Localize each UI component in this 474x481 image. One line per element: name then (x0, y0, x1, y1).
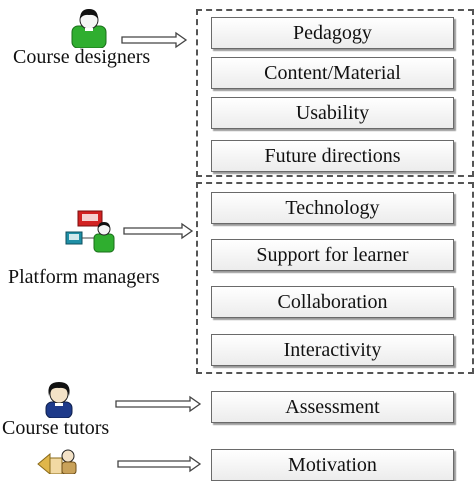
item-assessment: Assessment (211, 391, 454, 423)
item-content-material: Content/Material (211, 57, 454, 89)
arrow-designers (121, 31, 188, 49)
label-course-designers: Course designers (13, 46, 151, 68)
item-future-directions: Future directions (211, 140, 454, 172)
arrow-managers (123, 222, 194, 240)
label-course-tutors: Course tutors (2, 417, 110, 439)
item-interactivity: Interactivity (211, 334, 454, 366)
manager-computer-icon (65, 210, 115, 253)
item-support-for-learner: Support for learner (211, 239, 454, 271)
item-pedagogy: Pedagogy (211, 17, 454, 49)
item-collaboration: Collaboration (211, 286, 454, 318)
designer-person-icon (71, 9, 107, 48)
arrow-tutors (115, 395, 202, 413)
designers-group (196, 9, 474, 177)
learner-group-icon (37, 449, 77, 474)
item-usability: Usability (211, 97, 454, 129)
managers-group (196, 182, 474, 374)
label-platform-managers: Platform managers (8, 266, 160, 288)
arrow-learners (117, 455, 202, 473)
tutor-person-icon (45, 382, 73, 418)
item-technology: Technology (211, 192, 454, 224)
